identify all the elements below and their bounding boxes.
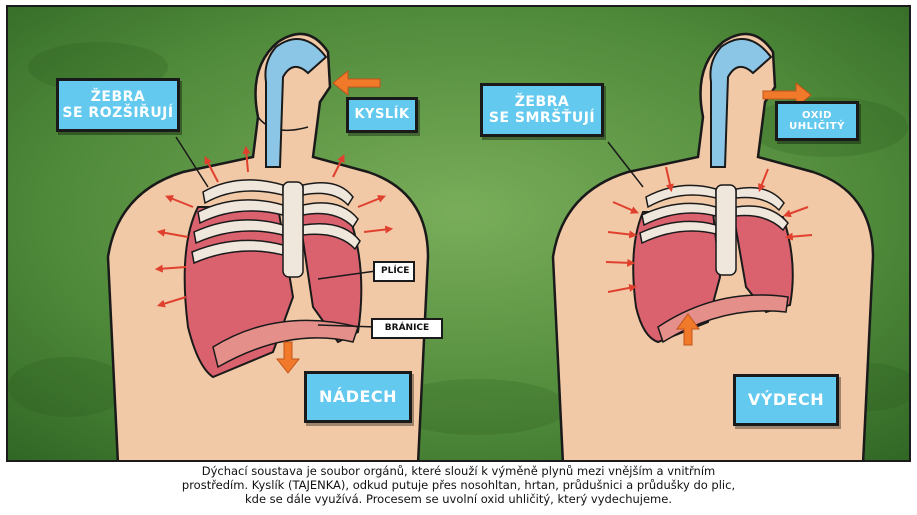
carbon-dioxide-label-line1: OXID [802,110,832,122]
illustration-frame: ŽEBRA SE ROZŠIŘUJÍ KYSLÍK PLÍCE BRÁNICE … [6,5,911,462]
caption-line-1: Dýchací soustava je soubor orgánů, které… [0,464,917,478]
lungs-label: PLÍCE [373,261,415,282]
inhale-label-text: NÁDECH [319,388,397,406]
ribs-expand-label: ŽEBRA SE ROZŠIŘUJÍ [56,78,180,132]
ribs-contract-label-line2: SE SMRŠŤUJÍ [489,110,595,126]
inhale-label: NÁDECH [304,371,412,423]
ribs-expand-label-line1: ŽEBRA [91,89,146,105]
ribs-contract-label: ŽEBRA SE SMRŠŤUJÍ [480,83,604,137]
oxygen-label: KYSLÍK [346,97,418,133]
exhale-label-text: VÝDECH [748,391,824,409]
diaphragm-label: BRÁNICE [371,318,443,339]
diaphragm-label-text: BRÁNICE [385,323,429,333]
carbon-dioxide-label: OXID UHLIČITÝ [775,101,859,141]
caption-line-3: kde se dále využívá. Procesem se uvolní … [0,492,917,506]
caption-line-2: prostředím. Kyslík (TAJENKA), odkud putu… [0,478,917,492]
carbon-dioxide-label-line2: UHLIČITÝ [789,121,845,133]
ribs-expand-label-line2: SE ROZŠIŘUJÍ [62,105,173,121]
oxygen-label-text: KYSLÍK [354,108,409,123]
ribs-contract-label-line1: ŽEBRA [515,94,570,110]
caption: Dýchací soustava je soubor orgánů, které… [0,464,917,506]
exhale-label: VÝDECH [733,374,839,426]
lungs-label-text: PLÍCE [381,266,409,276]
